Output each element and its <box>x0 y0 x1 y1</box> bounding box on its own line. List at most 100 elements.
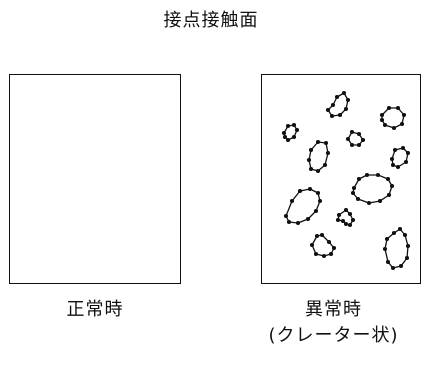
crater-vertex-dot <box>306 157 312 163</box>
crater-vertex-dot <box>331 245 337 251</box>
crater-vertex-dot <box>328 251 334 257</box>
crater-vertex-dot <box>355 196 361 202</box>
crater-vertex-dot <box>390 265 396 271</box>
crater-vertex-dot <box>349 129 355 135</box>
crater-vertex-dot <box>405 243 411 249</box>
crater-vertex-dot <box>360 137 366 143</box>
abnormal-caption-line1: 異常時 <box>305 299 362 320</box>
crater-vertex-dot <box>379 112 385 118</box>
crater-vertex-dot <box>305 216 311 222</box>
crater-vertex-dot <box>364 172 370 178</box>
crater-vertex-dot <box>403 159 409 165</box>
abnormal-contact-surface <box>261 74 421 284</box>
crater-vertex-dot <box>386 105 392 111</box>
crater-vertex-dot <box>330 102 336 108</box>
crater-vertex-dot <box>386 192 392 198</box>
crater-vertex-dot <box>281 130 287 136</box>
crater-vertex-dot <box>356 142 362 148</box>
crater-vertex-dot <box>326 239 332 245</box>
crater-vertex-dot <box>379 117 385 123</box>
crater-vertex-dot <box>313 251 319 257</box>
normal-caption: 正常時 <box>66 299 124 320</box>
abnormal-caption: 異常時 (クレーター状) <box>245 297 422 349</box>
crater-vertex-dot <box>340 218 346 224</box>
crater-vertex-dot <box>389 156 395 162</box>
crater-vertex-dot <box>295 220 301 226</box>
crater-vertex-dot <box>286 219 292 225</box>
crater-vertex-dot <box>351 185 357 191</box>
crater-vertex-dot <box>385 259 391 265</box>
crater-vertex-dot <box>345 136 351 142</box>
crater-vertex-dot <box>294 127 300 133</box>
crater-vertex-dot <box>391 125 397 131</box>
crater-vertex-dot <box>319 232 325 238</box>
crater-vertex-dot <box>283 213 289 219</box>
crater-vertex-dot <box>382 246 388 252</box>
crater-vertex-dot <box>291 134 297 140</box>
crater-vertex-dot <box>405 150 411 156</box>
crater-vertex-dot <box>315 168 321 174</box>
crater-vertex-dot <box>345 97 351 103</box>
crater-vertex-dot <box>314 233 320 239</box>
crater-vertex-dot <box>313 208 319 214</box>
crater-vertex-dot <box>285 123 291 129</box>
crater-vertex-dot <box>325 150 331 156</box>
crater-vertex-dot <box>398 263 404 269</box>
crater <box>285 188 321 224</box>
crater-vertex-dot <box>309 242 315 248</box>
crater-vertex-dot <box>400 145 406 151</box>
crater-vertex-dot <box>323 140 329 146</box>
crater-vertex-dot <box>343 221 349 227</box>
crater-vertex-dot <box>308 147 314 153</box>
crater-vertex-dot <box>397 226 403 232</box>
crater-vertex-dot <box>377 198 383 204</box>
crater-vertex-dot <box>315 139 321 145</box>
crater-vertex-dot <box>402 232 408 238</box>
crater-vertex-dot <box>329 113 335 119</box>
crater-vertex-dot <box>366 200 372 206</box>
crater-vertex-dot <box>308 166 314 172</box>
crater-vertex-dot <box>322 162 328 168</box>
crater-vertex-dot <box>395 164 401 170</box>
crater-vertex-dot <box>317 198 323 204</box>
crater-vertex-dot <box>356 131 362 137</box>
crater-vertex-dot <box>382 122 388 128</box>
abnormal-caption-line2: (クレーター状) <box>268 325 399 346</box>
crater-vertex-dot <box>337 112 343 118</box>
crater-vertex-dot <box>350 217 356 223</box>
diagram-title: 接点接触面 <box>163 10 259 31</box>
crater-vertex-dot <box>404 255 410 261</box>
crater-vertex-dot <box>347 211 353 217</box>
crater-vertex-dot <box>375 172 381 178</box>
crater-vertex-dot <box>341 90 347 96</box>
crater-vertex-dot <box>356 176 362 182</box>
crater-vertex-dot <box>349 142 355 148</box>
crater-vertex-dot <box>297 188 303 194</box>
crater-vertex-dot <box>401 112 407 118</box>
crater-vertex-dot <box>343 207 349 213</box>
crater-vertex-dot <box>384 236 390 242</box>
crater-vertex-dot <box>390 162 396 168</box>
crater-vertex-dot <box>385 176 391 182</box>
crater-vertex-dot <box>321 253 327 259</box>
crater-vertex-dot <box>282 134 288 140</box>
crater-vertex-dot <box>399 121 405 127</box>
crater-vertex-dot <box>285 137 291 143</box>
crater-pattern <box>281 90 411 271</box>
crater-vertex-dot <box>336 212 342 218</box>
crater-vertex-dot <box>335 217 341 223</box>
crater-vertex-dot <box>392 147 398 153</box>
crater-vertex-dot <box>343 106 349 112</box>
crater-vertex-dot <box>347 222 353 228</box>
crater-vertex-dot <box>391 230 397 236</box>
crater-vertex-dot <box>395 105 401 111</box>
crater-vertex-dot <box>325 107 331 113</box>
crater-vertex-dot <box>315 190 321 196</box>
crater-vertex-dot <box>334 94 340 100</box>
crater-vertex-dot <box>389 183 395 189</box>
normal-contact-surface <box>9 74 181 284</box>
crater-vertex-dot <box>350 190 356 196</box>
crater-vertex-dot <box>307 186 313 192</box>
crater-vertex-dot <box>289 198 295 204</box>
crater-vertex-dot <box>291 122 297 128</box>
